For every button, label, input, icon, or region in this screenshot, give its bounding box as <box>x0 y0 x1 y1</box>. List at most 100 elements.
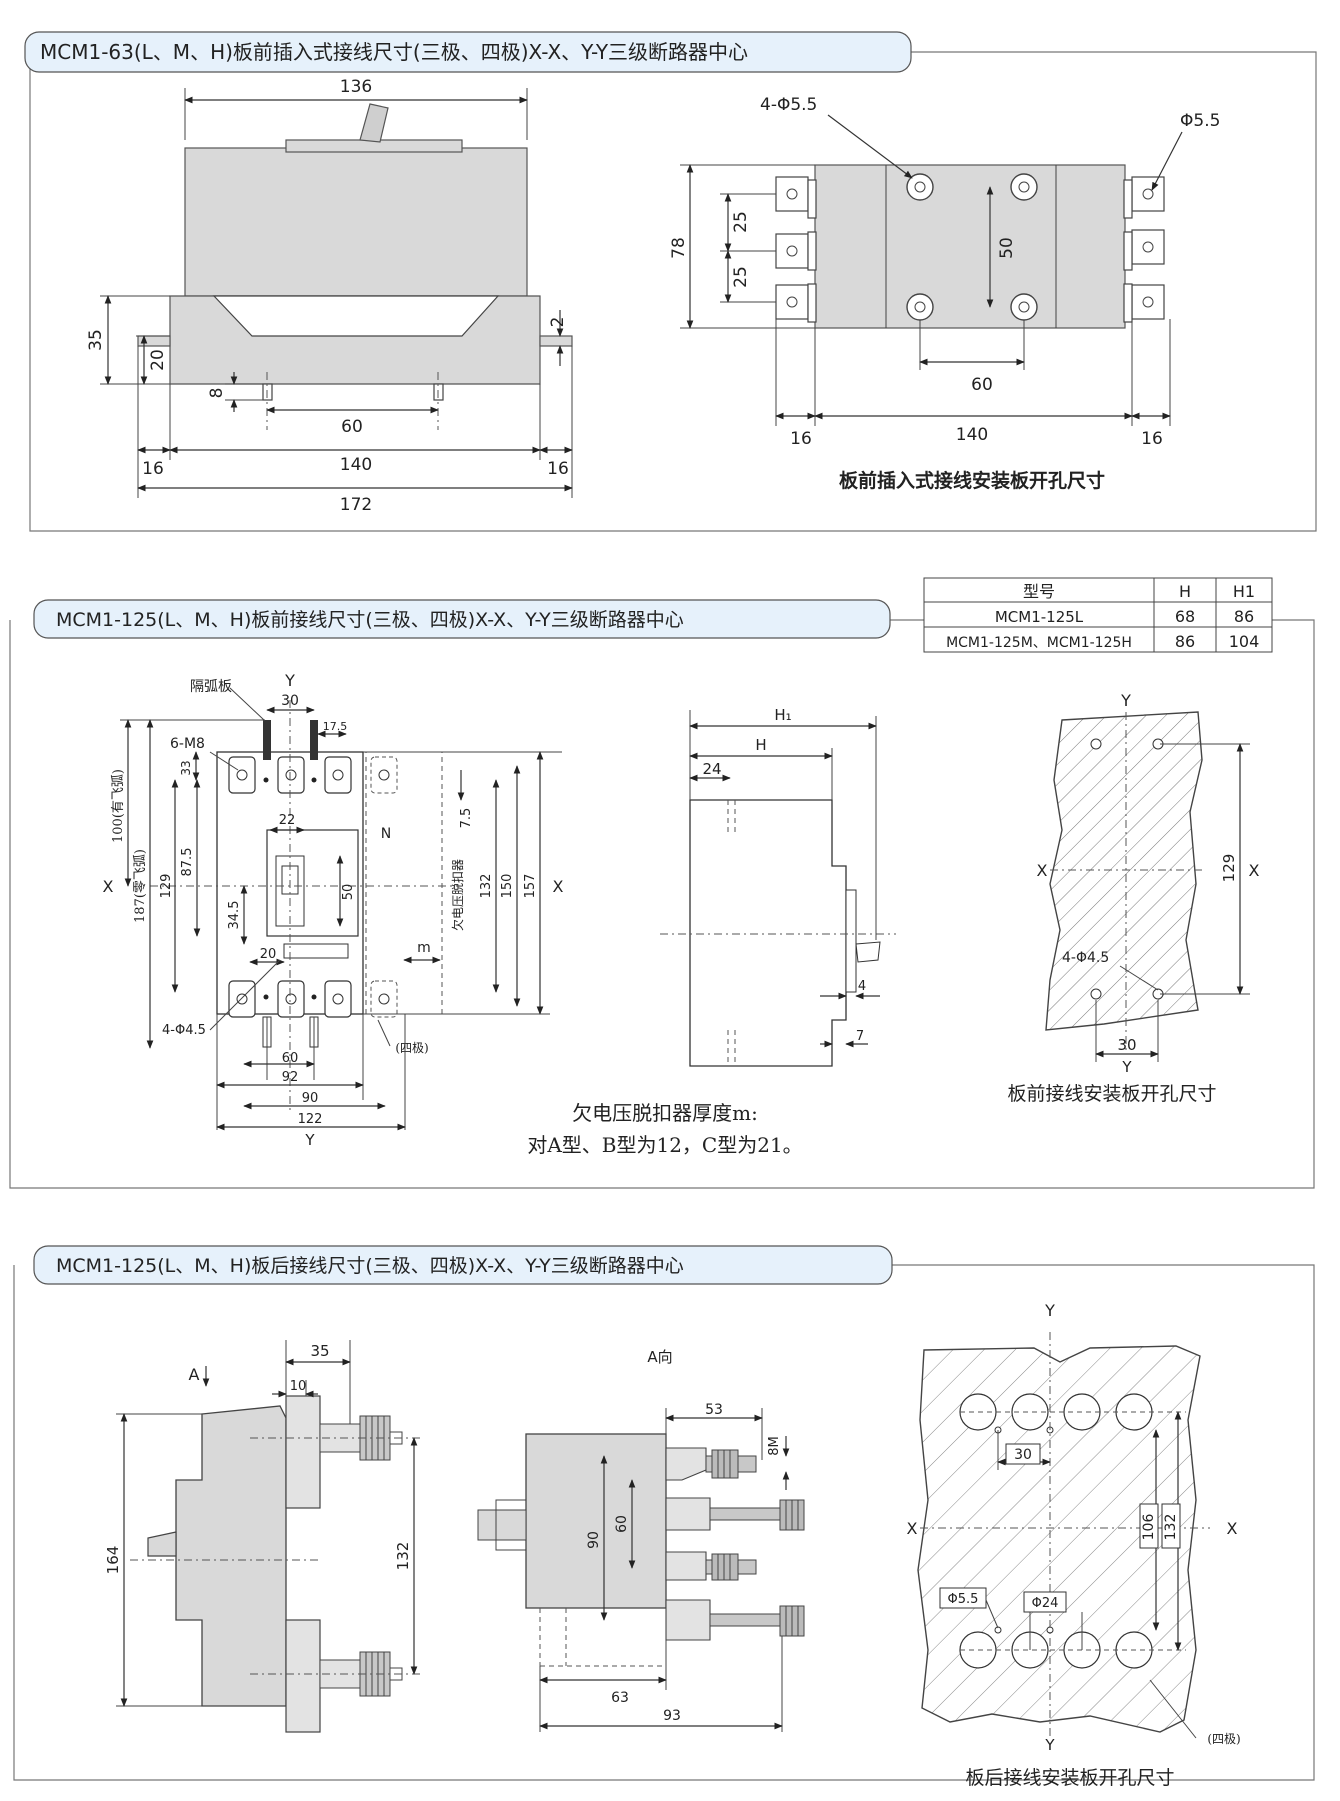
rear-label-four-pole: (四极) <box>1207 1732 1240 1746</box>
breaker-upper-body <box>184 147 528 297</box>
caption-front-insert-cutout: 板前插入式接线安装板开孔尺寸 <box>839 469 1105 492</box>
front-body <box>814 164 1126 329</box>
section-2-title: MCM1-125(L、M、H)板前接线尺寸(三极、四极)X-X、Y-Y三级断路器… <box>56 609 684 631</box>
rear-body <box>175 1405 287 1707</box>
table-header-h: H <box>1179 582 1191 601</box>
a-view-body <box>525 1433 667 1609</box>
dim-16-right: 16 <box>547 459 569 479</box>
note-uv-thickness: 欠电压脱扣器厚度m: <box>572 1101 758 1125</box>
label-arc-barrier: 隔弧板 <box>190 679 232 695</box>
rear-dim-30: 30 <box>1014 1447 1032 1463</box>
label-y-top: Y <box>284 671 295 690</box>
dim-h: H <box>755 736 766 754</box>
dim-50-window: 50 <box>341 884 356 901</box>
dim-20-offset: 20 <box>260 947 277 962</box>
dim-164: 164 <box>104 1546 122 1575</box>
caption-rear-cutout: 板后接线安装板开孔尺寸 <box>965 1767 1174 1789</box>
label-y-bottom: Y <box>304 1131 315 1149</box>
dim-87-5: 87.5 <box>180 848 195 877</box>
dim-h1: H₁ <box>774 706 791 724</box>
dim-7: 7 <box>856 1029 864 1044</box>
cutout-label-holes: 4-Φ4.5 <box>1062 950 1109 966</box>
rear-label-phi5-5: Φ5.5 <box>948 1592 979 1607</box>
dim-140-mount: 140 <box>956 425 988 445</box>
terminal-r1 <box>1131 176 1165 212</box>
rear-dim-106: 106 <box>1141 1514 1157 1541</box>
cutout-dim-30: 30 <box>1117 1036 1136 1054</box>
dim-16-mount-left: 16 <box>790 429 812 449</box>
label-a-direction: A向 <box>647 1348 672 1366</box>
dim-90: 90 <box>302 1091 319 1106</box>
label-6-m8: 6-M8 <box>170 736 205 752</box>
dim-150: 150 <box>500 874 515 899</box>
rear-label-x-right: X <box>1227 1519 1238 1538</box>
dim-30-pole: 30 <box>281 693 299 709</box>
mcm1-63-side-view: 136 35 20 2 8 60 <box>86 77 573 515</box>
label-m: m <box>417 940 431 956</box>
left-mount-bracket <box>137 335 171 347</box>
right-mount-bracket <box>539 335 573 347</box>
mcm1-63-front-view: 4-Φ5.5 Φ5.5 78 25 25 50 60 <box>669 95 1220 492</box>
cutout-label-x-right: X <box>1249 861 1260 880</box>
dim-50: 50 <box>997 237 1017 259</box>
dim-172: 172 <box>340 495 372 515</box>
mcm1-125-rear-side-view: A 35 10 164 132 <box>104 1340 420 1733</box>
dim-4: 4 <box>858 979 866 994</box>
label-view-a: A <box>189 1365 200 1384</box>
dim-92: 92 <box>282 1070 299 1085</box>
table-row-2-model: MCM1-125M、MCM1-125H <box>946 635 1132 651</box>
dim-2: 2 <box>548 317 568 328</box>
rear-dim-132: 132 <box>1163 1514 1179 1541</box>
label-x-right: X <box>553 877 564 896</box>
dim-157: 157 <box>523 874 538 899</box>
table-header-model: 型号 <box>1023 582 1055 601</box>
model-table: 型号 H H1 MCM1-125L 68 86 MCM1-125M、MCM1-1… <box>923 577 1273 653</box>
dim-63: 63 <box>611 1690 629 1706</box>
arc-barrier-right <box>310 720 318 760</box>
dim-140: 140 <box>340 455 372 475</box>
dim-25-upper: 25 <box>731 211 751 233</box>
table-header-h1: H1 <box>1233 582 1255 601</box>
dim-35-rear: 35 <box>310 1342 329 1360</box>
rear-label-y-bottom: Y <box>1044 1736 1055 1754</box>
label-4-phi4-5: 4-Φ4.5 <box>162 1023 206 1038</box>
section-1-title-tab <box>24 31 912 73</box>
table-row-1-model: MCM1-125L <box>995 608 1084 626</box>
dim-132: 132 <box>479 874 494 899</box>
side-body <box>689 799 847 1067</box>
dim-136: 136 <box>340 77 372 97</box>
mcm1-125-front-view: 隔弧板 Y 30 17.5 6-M8 100(有飞弧) 187(零飞弧) X 1… <box>103 671 564 1149</box>
dim-17-5: 17.5 <box>323 720 348 733</box>
label-phi5-5: Φ5.5 <box>1180 111 1220 131</box>
label-undervoltage-release: 欠电压脱扣器 <box>450 859 465 931</box>
dim-7-5: 7.5 <box>459 808 474 829</box>
dim-60-a: 60 <box>614 1515 630 1533</box>
dim-34-5: 34.5 <box>227 901 242 930</box>
dim-60-mount: 60 <box>971 375 993 395</box>
section-1-panel: MCM1-63(L、M、H)板前插入式接线尺寸(三极、四极)X-X、Y-Y三级断… <box>24 31 1317 532</box>
table-row-1-h1: 86 <box>1234 607 1254 626</box>
dim-8m: 8M <box>767 1436 782 1456</box>
terminal-l2 <box>775 233 809 269</box>
dim-25-lower: 25 <box>731 266 751 288</box>
dim-24: 24 <box>702 760 721 778</box>
rear-panel-cutout: Y X X 30 106 132 Φ5.5 Φ24 Y (四极) 板后接线安装板… <box>907 1301 1241 1789</box>
dim-35: 35 <box>86 329 106 351</box>
cutout-label-y-top: Y <box>1120 691 1131 710</box>
arc-barrier-left <box>263 720 271 760</box>
label-four-pole: (四极) <box>395 1041 428 1055</box>
dim-16-left: 16 <box>142 459 164 479</box>
dim-187-no-arc: 187(零飞弧) <box>133 849 148 923</box>
terminal-r3 <box>1131 284 1165 320</box>
toggle-handle <box>359 103 389 143</box>
rear-label-x-left: X <box>907 1519 918 1538</box>
section-3-title: MCM1-125(L、M、H)板后接线尺寸(三极、四极)X-X、Y-Y三级断路器… <box>56 1255 684 1277</box>
mounting-holes <box>906 173 1038 321</box>
dim-90-a: 90 <box>586 1531 602 1549</box>
cutout-label-y-bottom: Y <box>1121 1058 1132 1076</box>
rear-label-y-top: Y <box>1044 1301 1055 1320</box>
table-row-2-h: 86 <box>1175 632 1195 651</box>
table-row-1-h: 68 <box>1175 607 1195 626</box>
dim-100-arc: 100(有飞弧) <box>111 769 126 843</box>
section-3-title-tab <box>33 1245 893 1285</box>
